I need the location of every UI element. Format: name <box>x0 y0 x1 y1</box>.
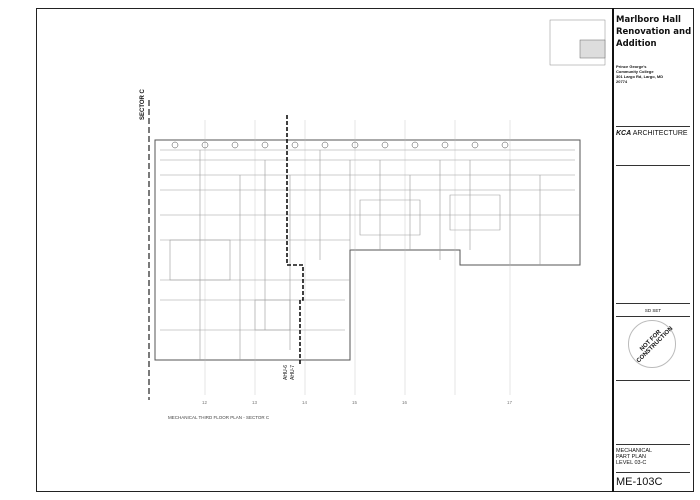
ahu-label: AHU-7 <box>290 364 296 380</box>
divider <box>616 316 690 317</box>
grid-label: 16 <box>402 400 408 405</box>
divider <box>616 126 690 127</box>
ahu-label: AHU-6 <box>283 364 289 380</box>
architect-name: ARCHITECTURE <box>632 130 688 137</box>
sheet-number: ME-103C <box>616 476 663 488</box>
floor-plan-drawing <box>148 19 606 400</box>
architect-logo: KCA ARCHITECTURE <box>616 130 688 137</box>
project-title-line: Addition <box>616 39 657 49</box>
project-title-line: Renovation and <box>616 27 692 37</box>
sheet-title-line: PART PLAN <box>616 454 646 460</box>
not-for-construction-stamp: NOT FOR CONSTRUCTION <box>628 320 676 368</box>
divider <box>616 165 690 166</box>
grid-label: 17 <box>507 400 513 405</box>
sheet-title: MECHANICAL PART PLAN LEVEL 03-C <box>616 448 652 466</box>
client-info: Prince George's Community College 301 La… <box>616 64 663 84</box>
grid-label: 12 <box>202 400 208 405</box>
divider <box>616 303 690 304</box>
sheet-title-line: LEVEL 03-C <box>616 460 647 466</box>
drawing-title: MECHANICAL THIRD FLOOR PLAN - SECTOR C <box>168 415 270 420</box>
issue-set: SD SET <box>644 308 662 313</box>
divider <box>616 444 690 445</box>
client-line: 20774 <box>616 79 628 84</box>
title-block <box>612 8 696 492</box>
logo-mark: KCA <box>616 130 632 137</box>
drawing-sheet-border <box>36 8 694 492</box>
grid-label: 15 <box>352 400 358 405</box>
project-title-line: Marlboro Hall <box>616 15 681 25</box>
client-line: Prince George's <box>616 64 647 69</box>
client-line: Community College <box>616 69 654 74</box>
client-line: 301 Largo Rd, Largo, MD <box>616 74 664 79</box>
grid-label: 14 <box>302 400 308 405</box>
sheet-title-line: MECHANICAL <box>616 448 653 454</box>
sector-label: SECTOR C <box>140 89 146 120</box>
project-title: Marlboro Hall Renovation and Addition <box>616 14 691 50</box>
divider <box>616 472 690 473</box>
stamp-text: NOT FOR CONSTRUCTION <box>635 325 675 365</box>
divider <box>616 380 690 381</box>
grid-label: 13 <box>252 400 258 405</box>
